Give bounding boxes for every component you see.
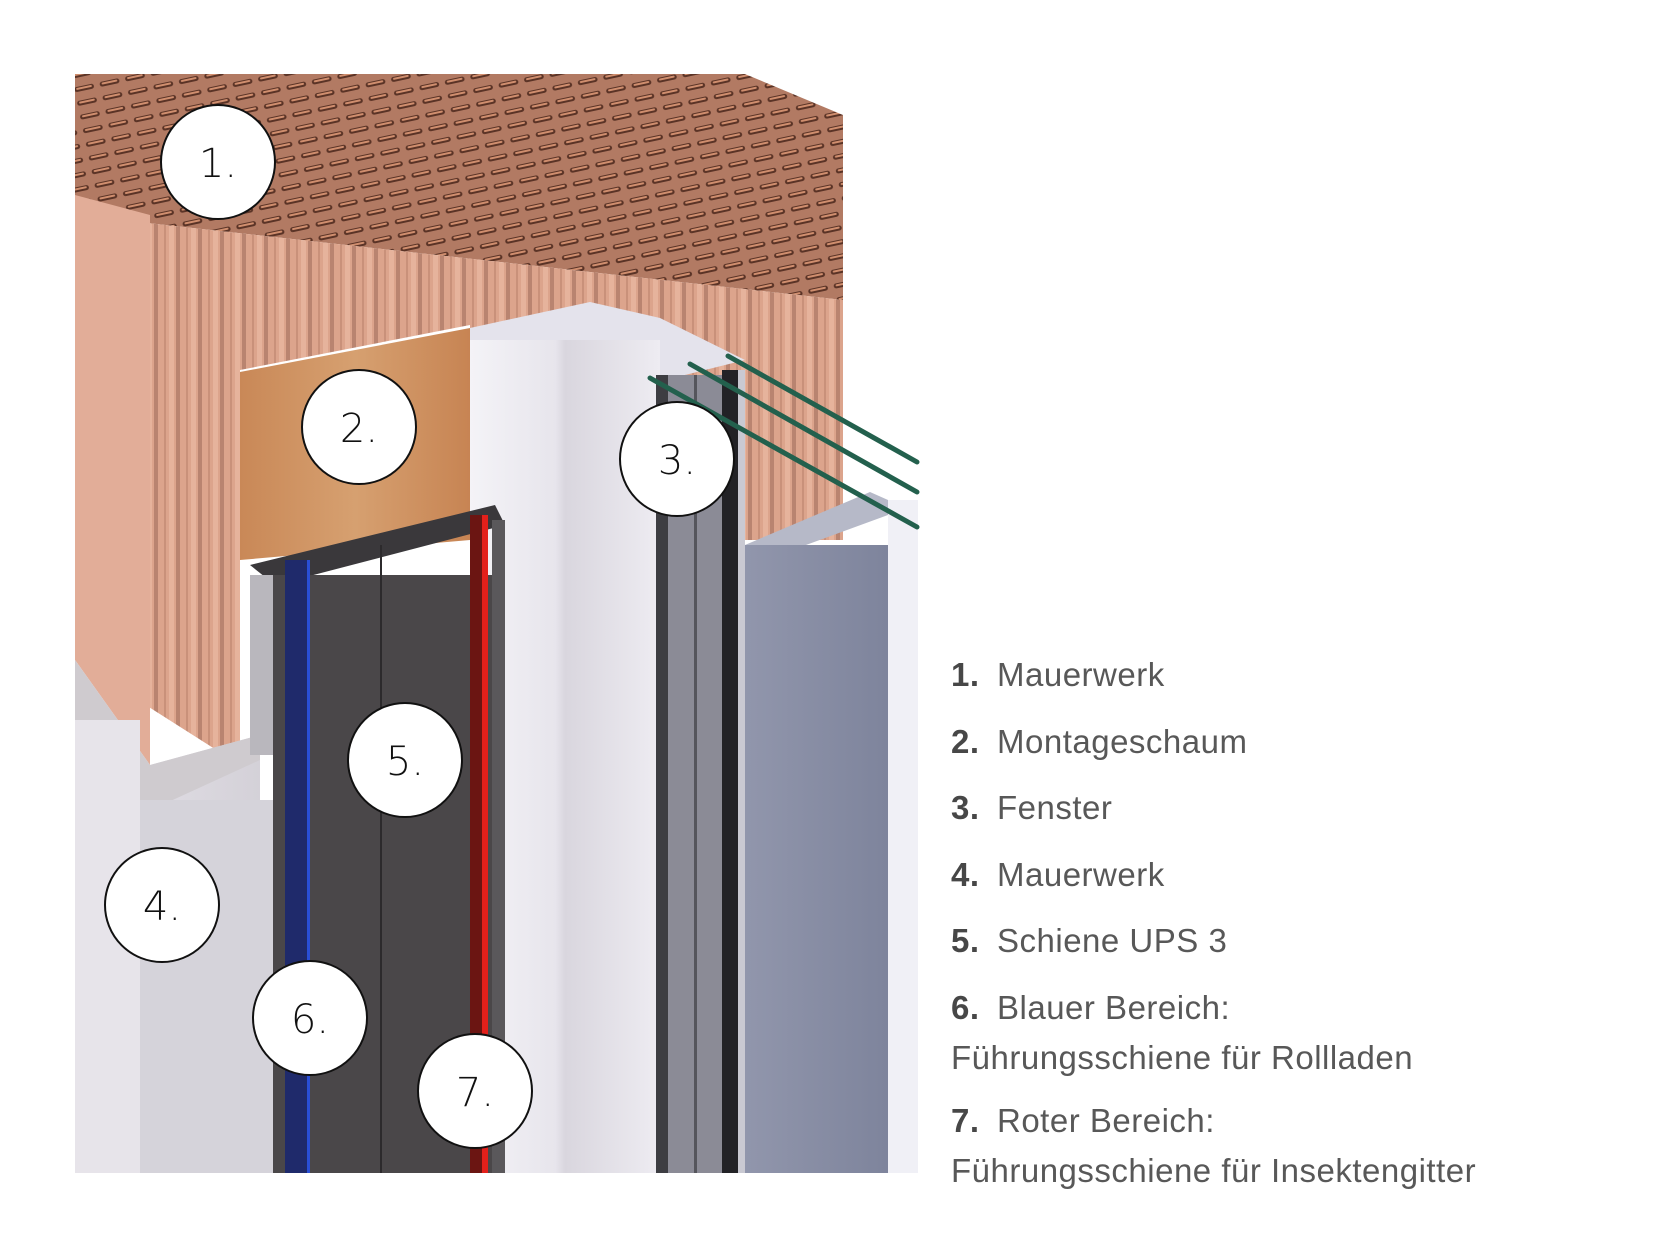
callout-circle [347,702,463,818]
legend-label: Schiene UPS 3 [997,922,1228,959]
legend-number: 7. [951,1102,980,1139]
legend-number: 2. [951,723,980,760]
masonry-left-face [75,195,150,765]
callout-number: 1. [199,141,237,187]
glass-pane-1 [647,375,920,530]
inner-wall-top [745,492,888,560]
callout-circle [619,401,735,517]
callout-2: 2. [301,369,417,485]
frame-channel-line [694,375,697,1173]
callout-7: 7. [417,1033,533,1149]
legend-item-5: 5. Schiene UPS 3 [951,916,1227,966]
callout-circle [160,104,276,220]
rail-divider [380,545,382,1173]
inner-wall [745,545,888,1173]
callout-number: 3. [658,438,696,484]
red-area-shadow [470,515,482,1173]
rail-top-face [250,505,505,585]
legend-item-2: 2. Montageschaum [951,717,1247,767]
legend-label: Roter Bereich: [997,1102,1215,1139]
blue-highlight [307,560,310,1173]
glass-panes [647,353,920,530]
blue-area [285,560,307,1173]
legend-item-4: 4. Mauerwerk [951,850,1165,900]
callout-1: 1. [160,104,276,220]
legend-item-6: 6. Blauer Bereich: Führungsschiene für Ro… [951,983,1413,1083]
legend-number: 1. [951,656,980,693]
callout-number: 2. [340,406,378,452]
glass-pane-2 [687,361,920,495]
rail-right-edge [492,520,505,1173]
legend-item-3: 3. Fenster [951,783,1112,833]
legend-item-1: 1. Mauerwerk [951,650,1165,700]
legend-number: 3. [951,789,980,826]
callout-5: 5. [347,702,463,818]
callout-number: 6. [291,997,329,1043]
legend-label: Mauerwerk [997,656,1165,693]
legend-label: Blauer Bereich: [997,989,1231,1026]
inner-wall-light-edge [888,500,918,1173]
legend-sublabel: Führungsschiene für Insektengitter [951,1152,1477,1189]
legend-label: Fenster [997,789,1113,826]
callout-3: 3. [619,401,735,517]
legend-item-7: 7. Roter Bereich: Führungsschiene für Ins… [951,1096,1476,1196]
frame-channel-dark-1 [656,375,668,1173]
callout-number: 4. [143,884,181,930]
legend-number: 4. [951,856,980,893]
glass-pane-3 [725,353,920,465]
callout-circle [104,847,220,963]
legend-sublabel: Führungsschiene für Rollladen [951,1039,1414,1076]
red-area [482,515,488,1173]
callout-number: 5. [386,739,424,785]
callout-6: 6. [252,960,368,1076]
callout-circle [417,1033,533,1149]
legend-number: 6. [951,989,980,1026]
legend-label: Mauerwerk [997,856,1165,893]
rail-side-light [250,575,275,755]
callout-4: 4. [104,847,220,963]
callout-number: 7. [456,1070,494,1116]
callout-circle [301,369,417,485]
frame-channel-edge [738,370,745,1173]
legend-label: Montageschaum [997,723,1248,760]
legend-number: 5. [951,922,980,959]
callout-circle [252,960,368,1076]
masonry-top-face [75,74,843,300]
frame-channel-dark-2 [722,370,738,1173]
